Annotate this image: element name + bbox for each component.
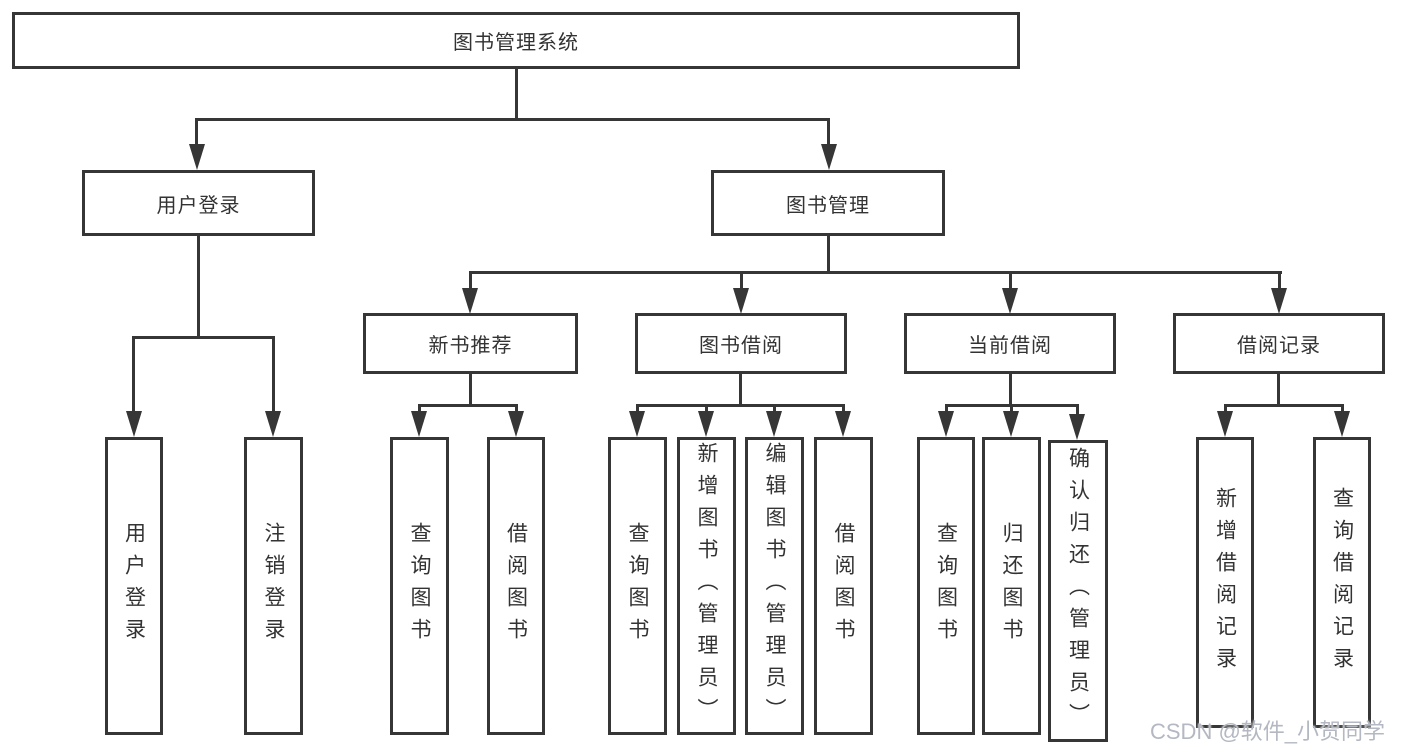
node-new-book-recommend: 新书推荐 bbox=[363, 313, 578, 374]
leaf-label: 注销登录 bbox=[262, 522, 285, 650]
connector-root-stem bbox=[515, 68, 518, 121]
connector-to-book-management bbox=[827, 120, 830, 150]
connector-to-leaf-borrow2 bbox=[842, 406, 845, 415]
arrowhead-leaf-logout bbox=[265, 411, 281, 437]
leaf-label: 查询图书 bbox=[408, 522, 431, 650]
leaf-logout: 注销登录 bbox=[244, 437, 303, 735]
leaf-query-books-3: 查询图书 bbox=[917, 437, 975, 735]
leaf-query-borrow-record: 查询借阅记录 bbox=[1313, 437, 1371, 728]
arrowhead-leaf-borrow1 bbox=[508, 411, 524, 437]
leaf-label: 归还图书 bbox=[1000, 522, 1023, 650]
leaf-label: 编辑图书（管理员） bbox=[763, 442, 786, 730]
arrowhead-leaf-edit-book bbox=[766, 411, 782, 437]
leaf-label: 查询借阅记录 bbox=[1330, 486, 1354, 679]
leaf-add-book-admin: 新增图书（管理员） bbox=[677, 437, 736, 735]
connector-to-leaf-query-record bbox=[1341, 406, 1344, 415]
connector-to-leaf-logout bbox=[272, 338, 275, 414]
connector-to-leaf-confirm-return bbox=[1076, 406, 1079, 417]
csdn-watermark: CSDN @软件_小贺同学 bbox=[1150, 719, 1386, 744]
leaf-label: 查询图书 bbox=[626, 522, 649, 650]
connector-root-branch bbox=[195, 118, 830, 121]
arrowhead-user-login bbox=[189, 144, 205, 170]
leaf-user-login: 用户登录 bbox=[105, 437, 163, 735]
leaf-label: 借阅图书 bbox=[504, 522, 528, 650]
connector-to-current-borrow bbox=[1009, 273, 1012, 289]
node-library-management-system: 图书管理系统 bbox=[12, 12, 1020, 69]
arrowhead-new-book bbox=[462, 288, 478, 314]
node-book-management: 图书管理 bbox=[711, 170, 945, 236]
leaf-query-books-2: 查询图书 bbox=[608, 437, 667, 735]
node-label: 借阅记录 bbox=[1237, 335, 1321, 357]
arrowhead-leaf-borrow2 bbox=[835, 411, 851, 437]
connector-to-user-login bbox=[195, 120, 198, 150]
node-label: 当前借阅 bbox=[968, 335, 1052, 357]
connector-to-leaf-query2 bbox=[636, 406, 639, 415]
leaf-return-books: 归还图书 bbox=[982, 437, 1041, 735]
connector-to-leaf-add-record bbox=[1224, 406, 1227, 415]
arrowhead-leaf-query-record bbox=[1334, 411, 1350, 437]
leaf-label: 借阅图书 bbox=[832, 522, 855, 650]
connector-user-login-stem bbox=[197, 236, 200, 339]
connector-book-borrow-branch bbox=[636, 404, 845, 407]
connector-current-borrow-branch bbox=[945, 404, 1079, 407]
node-label: 图书管理 bbox=[786, 194, 870, 217]
leaf-borrow-books-1: 借阅图书 bbox=[487, 437, 545, 735]
connector-borrow-records-stem bbox=[1277, 374, 1280, 406]
leaf-label: 确认归还（管理员） bbox=[1066, 447, 1090, 735]
arrowhead-leaf-add-book bbox=[698, 411, 714, 437]
arrowhead-current-borrow bbox=[1002, 288, 1018, 314]
connector-to-borrow-records bbox=[1278, 273, 1281, 289]
leaf-label: 新增图书（管理员） bbox=[695, 442, 718, 730]
node-user-login: 用户登录 bbox=[82, 170, 315, 236]
connector-book-management-branch bbox=[469, 271, 1282, 274]
connector-to-book-borrow bbox=[740, 273, 743, 289]
connector-borrow-records-branch bbox=[1224, 404, 1344, 407]
connector-current-borrow-stem bbox=[1009, 374, 1012, 406]
leaf-edit-book-admin: 编辑图书（管理员） bbox=[745, 437, 804, 735]
leaf-label: 用户登录 bbox=[122, 522, 146, 650]
leaf-query-books-1: 查询图书 bbox=[390, 437, 449, 735]
connector-new-book-branch bbox=[418, 404, 518, 407]
arrowhead-leaf-add-record bbox=[1217, 411, 1233, 437]
arrowhead-leaf-query1 bbox=[411, 411, 427, 437]
connector-to-leaf-user-login bbox=[132, 338, 135, 414]
leaf-label: 新增借阅记录 bbox=[1213, 486, 1237, 679]
arrowhead-leaf-confirm-return bbox=[1069, 414, 1085, 440]
arrowhead-leaf-query2 bbox=[629, 411, 645, 437]
connector-new-book-stem bbox=[469, 374, 472, 406]
leaf-label: 查询图书 bbox=[934, 522, 958, 650]
connector-to-leaf-borrow1 bbox=[515, 406, 518, 415]
connector-to-leaf-query3 bbox=[945, 406, 948, 415]
node-label: 图书借阅 bbox=[699, 335, 783, 357]
connector-book-borrow-stem bbox=[739, 374, 742, 406]
arrowhead-book-borrow bbox=[733, 288, 749, 314]
arrowhead-leaf-return bbox=[1003, 411, 1019, 437]
arrowhead-borrow-records bbox=[1271, 288, 1287, 314]
arrowhead-book-management bbox=[821, 144, 837, 170]
connector-to-leaf-return bbox=[1010, 406, 1013, 415]
connector-to-leaf-edit-book bbox=[773, 406, 776, 415]
leaf-borrow-books-2: 借阅图书 bbox=[814, 437, 873, 735]
node-label: 用户登录 bbox=[156, 194, 241, 217]
connector-user-login-branch bbox=[132, 336, 275, 339]
connector-to-new-book bbox=[469, 273, 472, 289]
node-label: 新书推荐 bbox=[428, 335, 513, 357]
leaf-confirm-return-admin: 确认归还（管理员） bbox=[1048, 440, 1108, 742]
node-book-borrow: 图书借阅 bbox=[635, 313, 847, 374]
node-borrow-records: 借阅记录 bbox=[1173, 313, 1385, 374]
connector-to-leaf-add-book bbox=[705, 406, 708, 415]
node-current-borrow: 当前借阅 bbox=[904, 313, 1116, 374]
leaf-add-borrow-record: 新增借阅记录 bbox=[1196, 437, 1254, 728]
arrowhead-leaf-query3 bbox=[938, 411, 954, 437]
arrowhead-leaf-user-login bbox=[126, 411, 142, 437]
node-label: 图书管理系统 bbox=[453, 32, 579, 54]
connector-to-leaf-query1 bbox=[418, 406, 421, 415]
connector-book-management-stem bbox=[827, 236, 830, 274]
